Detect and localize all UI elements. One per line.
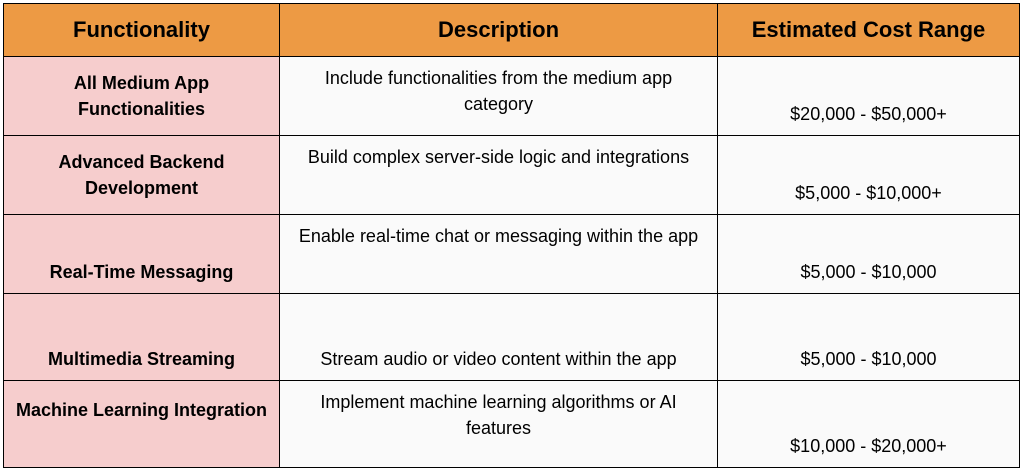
header-description: Description [279, 3, 718, 57]
header-row: Functionality Description Estimated Cost… [3, 3, 1020, 57]
functionality-cell: All Medium App Functionalities [3, 56, 280, 136]
description-cell: Implement machine learning algorithms or… [279, 380, 718, 468]
cost-cell: $20,000 - $50,000+ [717, 56, 1020, 136]
functionality-cell: Multimedia Streaming [3, 293, 280, 381]
cost-cell: $5,000 - $10,000+ [717, 135, 1020, 215]
cost-cell: $5,000 - $10,000 [717, 293, 1020, 381]
table-row: Multimedia Streaming Stream audio or vid… [3, 293, 1020, 381]
description-cell: Enable real-time chat or messaging withi… [279, 214, 718, 294]
cost-cell: $5,000 - $10,000 [717, 214, 1020, 294]
description-cell: Stream audio or video content within the… [279, 293, 718, 381]
description-cell: Include functionalities from the medium … [279, 56, 718, 136]
table-row: Machine Learning Integration Implement m… [3, 380, 1020, 468]
table-row: All Medium App Functionalities Include f… [3, 56, 1020, 136]
header-cost-range: Estimated Cost Range [717, 3, 1020, 57]
functionality-cell: Machine Learning Integration [3, 380, 280, 468]
header-functionality: Functionality [3, 3, 280, 57]
description-cell: Build complex server-side logic and inte… [279, 135, 718, 215]
cost-table-container: Functionality Description Estimated Cost… [3, 3, 1020, 468]
table-row: Advanced Backend Development Build compl… [3, 135, 1020, 215]
functionality-cell: Advanced Backend Development [3, 135, 280, 215]
cost-table: Functionality Description Estimated Cost… [3, 3, 1020, 468]
functionality-cell: Real-Time Messaging [3, 214, 280, 294]
cost-cell: $10,000 - $20,000+ [717, 380, 1020, 468]
table-row: Real-Time Messaging Enable real-time cha… [3, 214, 1020, 294]
